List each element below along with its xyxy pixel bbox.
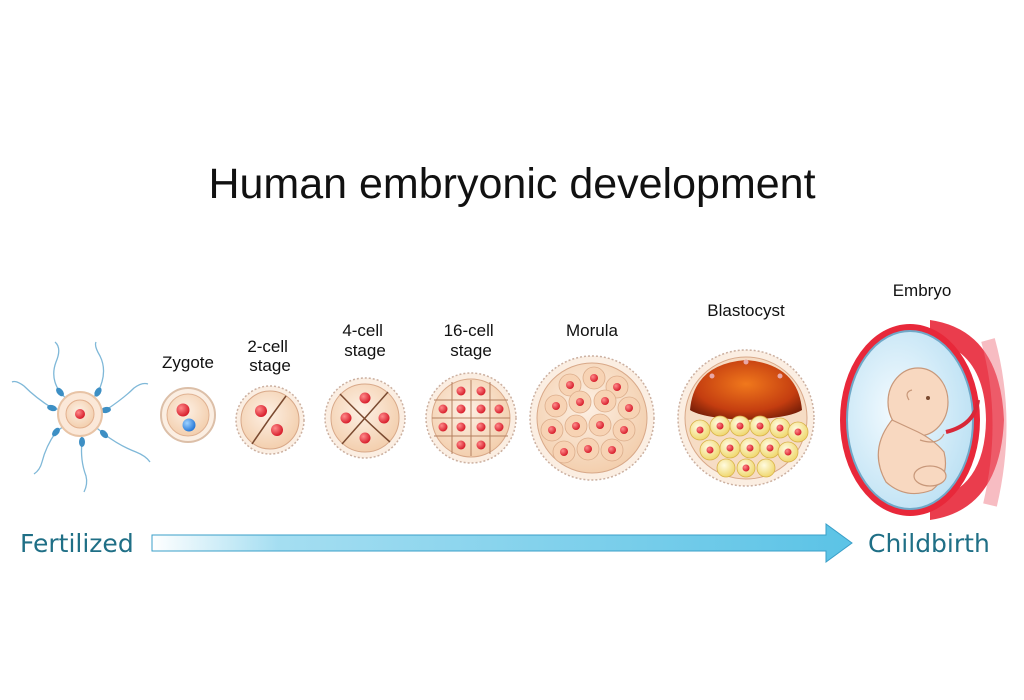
timeline: Fertilized Childbirth <box>20 523 990 563</box>
fertilization-illustration <box>11 341 151 493</box>
fetus-figure <box>877 367 949 495</box>
label-morula: Morula <box>566 321 619 340</box>
embryo-illustration <box>840 320 1007 520</box>
label-blastocyst-line1: Blastocyst <box>707 301 785 320</box>
label-two-cell-line2: stage <box>249 356 291 375</box>
timeline-start-label: Fertilized <box>20 529 134 558</box>
two-cell-illustration <box>235 385 305 455</box>
label-two-cell: 2-cell stage <box>247 337 292 375</box>
zygote-illustration <box>160 387 216 443</box>
label-embryo: Embryo <box>893 281 952 300</box>
label-zygote-line1: Zygote <box>162 353 214 372</box>
label-morula-line1: Morula <box>566 321 619 340</box>
timeline-arrow <box>151 523 853 563</box>
label-four-cell-line1: 4-cell <box>342 321 383 340</box>
label-four-cell-line2: stage <box>344 341 386 360</box>
morula-illustration <box>529 355 655 481</box>
diagram-title: Human embryonic development <box>208 160 815 208</box>
label-blastocyst: Blastocyst <box>707 301 785 320</box>
label-four-cell: 4-cell stage <box>342 321 387 360</box>
label-zygote: Zygote <box>162 353 214 372</box>
blastocyst-illustration <box>677 349 815 487</box>
label-sixteen-cell: 16-cell stage <box>444 321 499 360</box>
egg-nucleus <box>75 409 85 419</box>
label-embryo-line1: Embryo <box>893 281 952 300</box>
four-cell-illustration <box>324 377 406 459</box>
sperm-heads <box>47 387 111 447</box>
label-two-cell-line1: 2-cell <box>247 337 288 356</box>
label-sixteen-cell-line1: 16-cell <box>444 321 494 340</box>
sperm-cells <box>11 341 151 493</box>
sixteen-cell-illustration <box>425 372 517 464</box>
label-sixteen-cell-line2: stage <box>450 341 492 360</box>
timeline-end-label: Childbirth <box>868 529 990 558</box>
